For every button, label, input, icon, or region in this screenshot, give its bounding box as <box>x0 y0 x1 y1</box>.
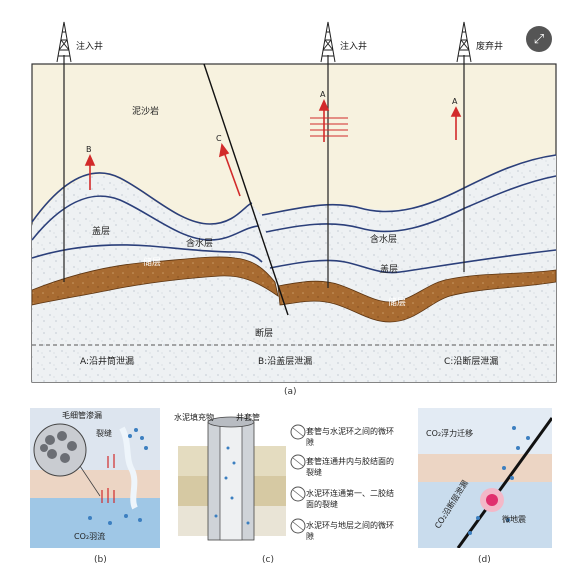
caprock-label-left: 盖层 <box>92 227 111 237</box>
fracture-label: 裂缝 <box>96 429 112 438</box>
arrow-c-label: C <box>216 134 222 143</box>
buoyancy-label: CO₂浮力迁移 <box>426 429 474 438</box>
legend-b: B:沿盖层泄漏 <box>258 357 313 367</box>
microseismic-label: 微地震 <box>502 515 526 524</box>
legend-c: C:沿断层泄漏 <box>444 357 499 367</box>
capillary-leak-diagram <box>30 408 160 548</box>
reservoir-left <box>31 256 279 306</box>
fault-line <box>203 63 289 316</box>
legend-c-3: 水泥环连通第一、二胶结面的裂缝 <box>306 489 394 509</box>
aquifer-label-left: 含水层 <box>186 239 214 249</box>
capillary-leak-label: 毛细管渗漏 <box>62 411 102 420</box>
fault-label: 断层 <box>255 329 274 339</box>
mudstone-label: 泥沙岩 <box>132 107 160 117</box>
arrow-a-label-1: A <box>320 90 326 99</box>
fault-leak-diagram <box>418 408 554 549</box>
aquifer-label-right: 含水层 <box>370 235 398 245</box>
reservoir-label-right: 储层 <box>388 298 407 308</box>
reservoir-right <box>277 269 557 323</box>
aquifer-layer <box>32 155 556 382</box>
main-cross-section <box>31 21 557 383</box>
expand-icon: ⤢ <box>533 31 545 47</box>
panel-b <box>30 408 160 548</box>
legend-a: A:沿井筒泄漏 <box>80 357 135 367</box>
legend-c-2: 套管连通井内与胶结面的裂缝 <box>306 457 394 477</box>
cement-label: 水泥填充物 <box>174 413 214 422</box>
injection-well-label-2: 注入井 <box>340 42 368 52</box>
arrow-b-label: B <box>86 145 92 154</box>
caption-a: (a) <box>284 387 297 397</box>
reservoir-label-left: 储层 <box>143 258 162 268</box>
co2-plume-label: CO₂羽流 <box>74 532 106 541</box>
legend-c-1: 套管与水泥环之间的微环隙 <box>306 427 394 447</box>
panel-d <box>418 408 554 549</box>
legend-c-4: 水泥环与地层之间的微环隙 <box>306 521 394 541</box>
main-diagram <box>31 21 557 383</box>
panel-c <box>168 408 402 548</box>
caption-d: (d) <box>478 555 491 565</box>
arrow-a-label-2: A <box>452 97 458 106</box>
abandoned-well-label: 废弃井 <box>476 42 504 52</box>
expand-button[interactable]: ⤢ <box>526 26 552 52</box>
derrick-icon <box>56 21 472 63</box>
caption-c: (c) <box>262 555 274 565</box>
injection-well-label-1: 注入井 <box>76 42 104 52</box>
casing-label: 井套管 <box>236 413 260 422</box>
caprock-label-right: 盖层 <box>380 265 399 275</box>
caption-b: (b) <box>94 555 107 565</box>
wellbore-diagram <box>178 416 306 541</box>
